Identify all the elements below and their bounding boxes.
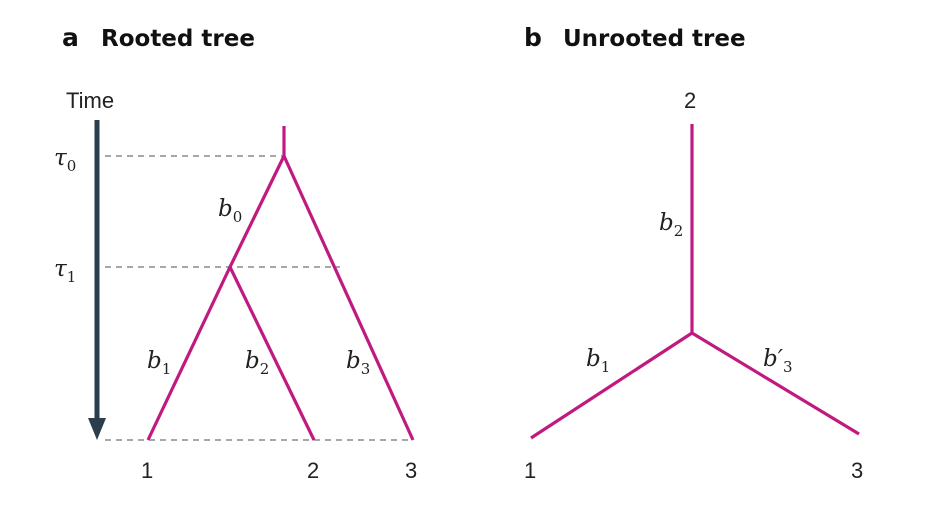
panel-a: a Rooted tree Time τ0 τ1 b0 b1 b2 b3 1 2… (54, 23, 417, 483)
branch-b3 (282, 155, 415, 441)
rooted-leaf-3: 3 (405, 458, 417, 483)
unrooted-branch-b1 (530, 331, 693, 440)
unrooted-b1-label: b1 (586, 346, 610, 376)
branch-b0-label: b0 (218, 196, 242, 226)
unrooted-b2-label: b2 (659, 210, 683, 240)
unrooted-leaf-3: 3 (851, 458, 863, 483)
time-axis-label: Time (66, 88, 114, 113)
unrooted-b3-prime-label: b′3 (763, 346, 793, 376)
panel-a-title: Rooted tree (101, 26, 255, 52)
branch-b0 (228, 155, 286, 268)
unrooted-leaf-2: 2 (684, 88, 696, 113)
panel-b: b Unrooted tree b2 b1 b′3 2 1 3 (524, 23, 863, 483)
tau-0-label: τ0 (54, 145, 76, 175)
unrooted-leaf-1: 1 (524, 458, 536, 483)
branch-b2-label: b2 (245, 348, 269, 378)
branch-b1-label: b1 (147, 348, 171, 378)
rooted-leaf-1: 1 (141, 458, 153, 483)
branch-b1 (146, 266, 232, 441)
rooted-leaf-2: 2 (307, 458, 319, 483)
panel-b-letter: b (524, 23, 542, 52)
tau-1-label: τ1 (54, 256, 76, 286)
panel-a-letter: a (62, 23, 79, 52)
panel-b-title: Unrooted tree (563, 26, 746, 52)
branch-b2 (228, 266, 316, 441)
time-axis-arrowhead (88, 418, 106, 440)
branch-b3-label: b3 (346, 348, 370, 378)
unrooted-branch-b3-prime (691, 331, 860, 436)
